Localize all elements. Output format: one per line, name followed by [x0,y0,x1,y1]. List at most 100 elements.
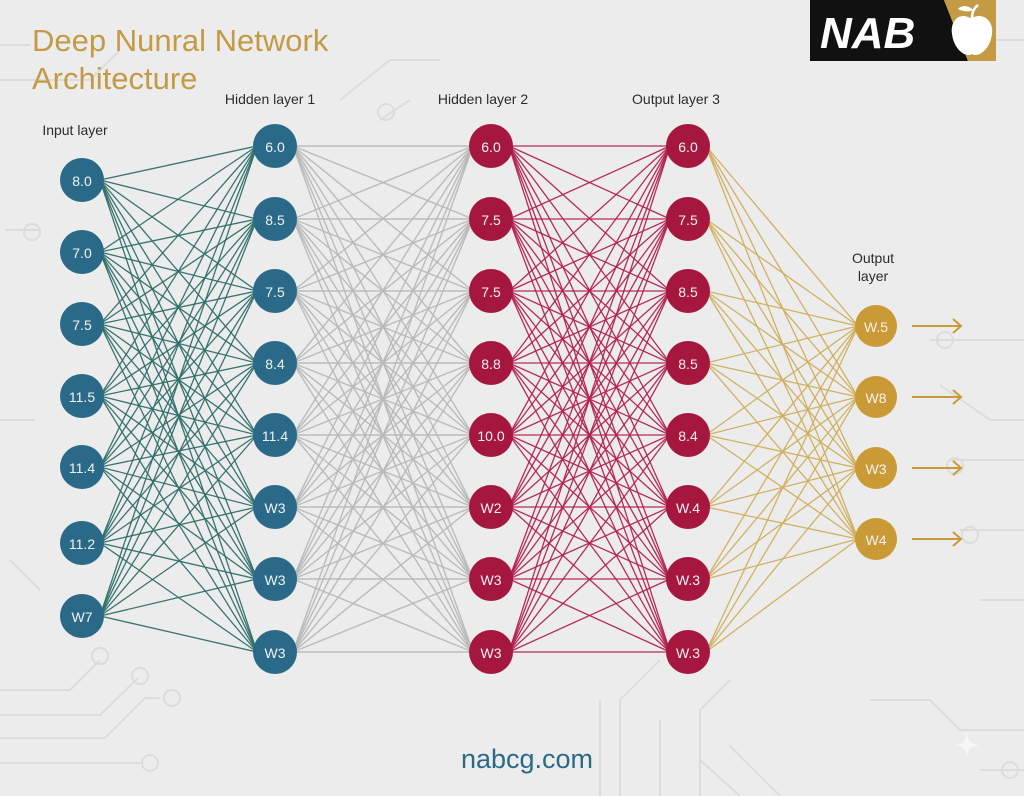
neuron-value: 8.0 [72,173,92,189]
circuit-pad [23,223,41,241]
connection-edge [292,145,474,436]
neuron-circle [60,230,104,274]
neuron-value: 8.5 [678,284,698,300]
neuron-circle [60,158,104,202]
connection-edge [705,325,859,436]
neuron-node: 6.0 [253,124,297,168]
connection-edge [508,145,671,220]
neuron-circle [666,485,710,529]
connection-edge [508,145,671,436]
neuron-node: 8.0 [60,158,104,202]
neuron-circle [253,124,297,168]
connection-edge [705,325,859,508]
neuron-node: W3 [253,630,297,674]
apple-icon [951,4,993,56]
neuron-circle [253,630,297,674]
neuron-value: W.3 [676,645,700,661]
neuron-node: W3 [855,447,897,489]
circuit-trace [0,697,160,739]
neuron-value: 8.5 [678,356,698,372]
circuit-trace [0,49,121,81]
neuron-node: W7 [60,594,104,638]
neuron-value: 7.5 [72,317,92,333]
neuron-circle [469,630,513,674]
connection-edge [99,434,258,617]
connection-edge [705,538,859,653]
connection-edge [292,578,474,653]
connection-edge [99,145,258,325]
neuron-node: W3 [253,485,297,529]
neuron-node: 7.5 [469,197,513,241]
logo-dark-panel [810,0,968,61]
connection-edge [99,145,258,397]
neuron-node: W2 [469,485,513,529]
neuron-circle [855,376,897,418]
logo-text: NAB [820,9,915,58]
neuron-circle [253,485,297,529]
neuron-value: W3 [265,645,286,661]
neuron-value: 10.0 [477,428,504,444]
neuron-value: 7.5 [678,212,698,228]
title-line-2: Architecture [32,61,198,96]
connection-edge [99,615,258,653]
neuron-node: W3 [469,557,513,601]
neuron-value: 6.0 [265,139,285,155]
neuron-circle [469,269,513,313]
output-arrows [912,318,963,547]
layer-label: Output layer 3 [632,91,720,107]
neuron-node: W8 [855,376,897,418]
neuron-value: W.5 [864,319,888,335]
neuron-circle [469,557,513,601]
arrow-right-icon [912,389,963,405]
circuit-pad [141,754,159,772]
circuit-trace [0,659,101,691]
layer-label: Output layer [851,250,895,284]
connection-edge [292,145,474,220]
connection-edge [292,290,474,653]
neuron-node: 7.5 [60,302,104,346]
circuit-trace [699,759,741,796]
nab-logo: NAB [810,0,996,61]
neuron-circle [855,305,897,347]
connection-edge [508,145,671,580]
connection-edge [508,145,671,508]
connection-edge [99,145,258,181]
connection-edge [99,290,258,617]
neuron-circle [666,557,710,601]
neuron-value: 8.4 [265,356,285,372]
neuron-circle [60,594,104,638]
neuron-value: W4 [866,532,887,548]
connection-edge [508,218,671,653]
nodes-group: 8.07.07.511.511.411.2W76.08.57.58.411.4W… [60,124,897,674]
edges-group [99,145,859,653]
connection-edge [292,218,474,653]
connection-edge [99,218,258,617]
neuron-circle [60,302,104,346]
connection-edge [99,145,258,544]
footer-url[interactable]: nabcg.com [460,744,594,774]
neuron-value: W3 [265,500,286,516]
layer-label: Hidden layer 1 [224,91,316,107]
circuit-pad [377,103,395,121]
neuron-node: 11.4 [253,413,297,457]
neuron-circle [60,521,104,565]
neuron-value: W2 [481,500,502,516]
neuron-value: 8.8 [481,356,501,372]
neuron-circle [469,341,513,385]
neuron-circle [666,413,710,457]
neuron-value: 11.5 [69,389,95,405]
connection-edge [292,145,474,653]
connection-edge [99,434,258,468]
circuit-trace [699,679,731,796]
circuit-trace [379,99,411,121]
neuron-node: W.4 [666,485,710,529]
neuron-value: 7.5 [265,284,285,300]
connection-edge [292,145,474,580]
circuit-trace [9,559,41,591]
neuron-value: 7.0 [72,245,92,261]
circuit-pad [91,647,109,665]
connection-edge [508,290,671,653]
neuron-circle [666,197,710,241]
